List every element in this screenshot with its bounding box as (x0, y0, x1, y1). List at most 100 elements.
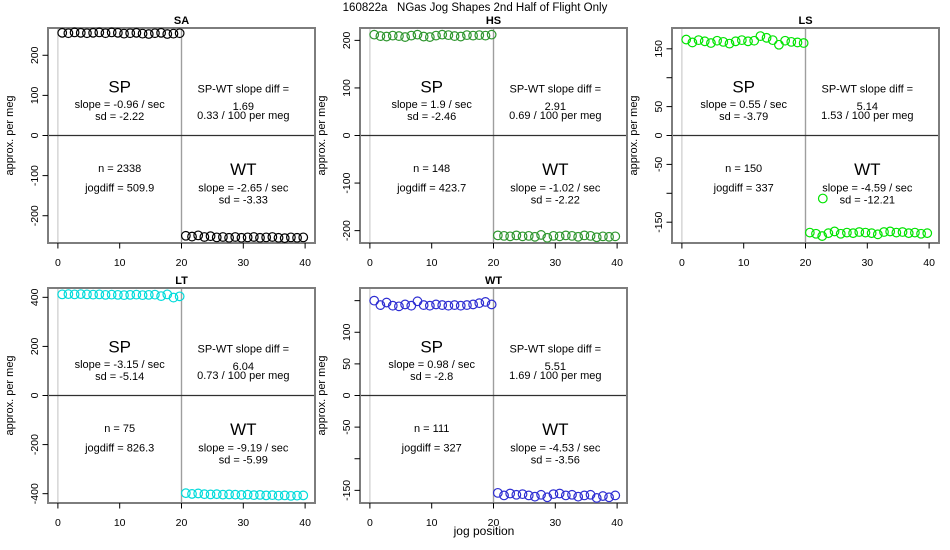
data-point (187, 231, 197, 242)
y-axis-label: approx. per meg (628, 95, 640, 175)
data-point (792, 37, 803, 48)
slope-diff-header: SP-WT slope diff = (510, 344, 602, 356)
data-point (542, 232, 553, 243)
data-point (443, 30, 454, 41)
wt-label: WT (230, 160, 256, 179)
data-point (780, 35, 791, 46)
data-point (88, 289, 99, 300)
sp-sd-text: sd = -5.14 (95, 371, 144, 383)
n-text: n = 2338 (98, 163, 141, 175)
data-point (554, 231, 565, 242)
data-point (125, 289, 136, 300)
data-point (437, 300, 448, 310)
data-point (480, 297, 491, 307)
data-point (255, 232, 265, 243)
data-point (205, 489, 216, 500)
wt-sd-text: sd = -3.33 (219, 195, 268, 207)
data-point (786, 36, 797, 47)
y-axis-tick-label: 100 (341, 79, 353, 97)
wt-slope-text: slope = -2.65 / sec (198, 183, 289, 195)
data-point (687, 37, 698, 48)
x-axis-tick-label: 0 (679, 257, 685, 269)
y-axis-label: approx. per meg (316, 355, 328, 435)
sp-slope-text: slope = -0.96 / sec (75, 99, 166, 111)
data-point (267, 490, 278, 501)
data-point (88, 27, 99, 38)
y-axis-tick-label: 0 (341, 132, 353, 138)
x-axis-tick-label: 0 (367, 257, 373, 269)
data-point (567, 489, 577, 500)
data-point (137, 290, 148, 301)
data-point (424, 300, 435, 311)
y-axis-tick-label: -200 (29, 434, 41, 455)
y-axis-tick-label: 100 (341, 323, 353, 341)
data-point (829, 226, 840, 237)
data-point (168, 28, 179, 39)
data-point (718, 36, 729, 47)
data-point (143, 289, 154, 300)
data-point (455, 31, 466, 42)
data-point (492, 230, 503, 241)
data-point (774, 39, 784, 50)
data-point (730, 36, 741, 47)
data-point (418, 300, 429, 310)
data-point (455, 300, 466, 311)
wt-label: WT (542, 420, 568, 439)
sp-label: SP (420, 338, 443, 357)
data-point (94, 27, 105, 38)
sp-slope-text: slope = 0.98 / sec (388, 359, 475, 371)
data-point (755, 31, 766, 41)
data-point (162, 289, 173, 300)
data-point (499, 490, 509, 501)
data-point (150, 28, 160, 39)
wt-slope-text: slope = -9.19 / sec (198, 443, 289, 455)
sp-slope-text: slope = 0.55 / sec (700, 99, 787, 111)
x-axis-tick-label: 0 (55, 517, 61, 529)
data-point (119, 28, 129, 39)
data-point (69, 289, 80, 300)
data-point (187, 489, 197, 499)
data-point (174, 28, 185, 39)
x-axis-tick-label: 0 (55, 257, 61, 269)
data-point (279, 490, 290, 501)
data-point (75, 27, 86, 38)
data-point (82, 289, 92, 300)
data-point (261, 490, 272, 501)
data-point (885, 226, 896, 237)
data-point (285, 490, 296, 501)
data-point (211, 489, 222, 500)
data-point (591, 493, 602, 503)
sp-sd-text: sd = -2.46 (407, 111, 456, 123)
x-axis-tick-label: 0 (367, 517, 373, 529)
slope-diff-value: 1.69 (233, 101, 254, 113)
data-point (224, 232, 234, 243)
data-point (499, 230, 509, 241)
sp-sd-text: sd = -2.8 (410, 371, 453, 383)
data-point (866, 228, 877, 239)
data-point (449, 300, 460, 310)
data-point (63, 28, 74, 39)
y-axis-tick-label: 400 (29, 288, 41, 306)
data-point (180, 230, 191, 241)
sp-label: SP (108, 78, 131, 97)
data-point (542, 492, 553, 503)
data-point (418, 31, 429, 42)
x-axis-tick-label: 10 (738, 257, 750, 269)
data-point (916, 228, 926, 239)
data-point (811, 228, 821, 239)
data-point (375, 300, 386, 310)
slope-diff-unit: 0.33 / 100 per meg (197, 110, 289, 122)
data-point (412, 29, 423, 40)
x-axis-tick-label: 10 (426, 257, 438, 269)
data-point (517, 231, 528, 242)
data-point (724, 38, 735, 49)
data-point (486, 29, 497, 40)
y-axis-tick-label: -200 (341, 220, 353, 241)
x-axis-label: jog position (453, 524, 515, 538)
slope-diff-value: 5.14 (857, 101, 878, 113)
x-axis-tick-label: 20 (176, 257, 188, 269)
data-point (693, 35, 704, 46)
data-point (681, 34, 692, 45)
